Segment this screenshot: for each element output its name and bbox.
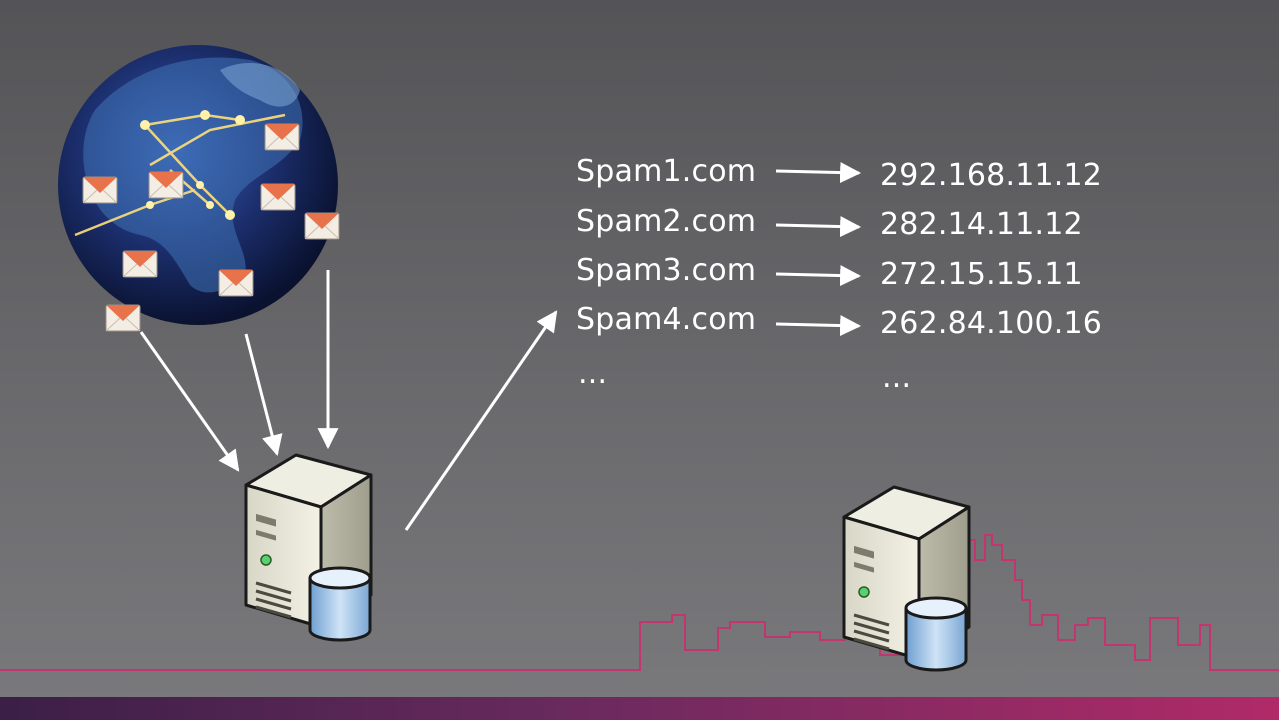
domain-label: Spam1.com bbox=[576, 154, 757, 189]
ip-label: 292.168.11.12 bbox=[880, 158, 1103, 193]
ip-label: 272.15.15.11 bbox=[880, 257, 1083, 292]
lookup-arrow bbox=[404, 310, 558, 531]
ip-label: 262.84.100.16 bbox=[880, 306, 1103, 341]
domain-ellipsis: ... bbox=[578, 356, 608, 391]
inbound-arrows bbox=[139, 270, 339, 472]
ip-ellipsis: ... bbox=[882, 360, 912, 395]
mapping-arrows bbox=[775, 162, 862, 337]
database-icon bbox=[308, 566, 372, 642]
domain-label: Spam2.com bbox=[576, 204, 757, 239]
city-skyline-icon bbox=[0, 534, 1279, 671]
domain-label: Spam3.com bbox=[576, 253, 757, 288]
ip-label: 282.14.11.12 bbox=[880, 207, 1083, 242]
bottom-accent-bar bbox=[0, 697, 1279, 720]
domain-label: Spam4.com bbox=[576, 302, 757, 337]
database-icon bbox=[904, 596, 968, 672]
